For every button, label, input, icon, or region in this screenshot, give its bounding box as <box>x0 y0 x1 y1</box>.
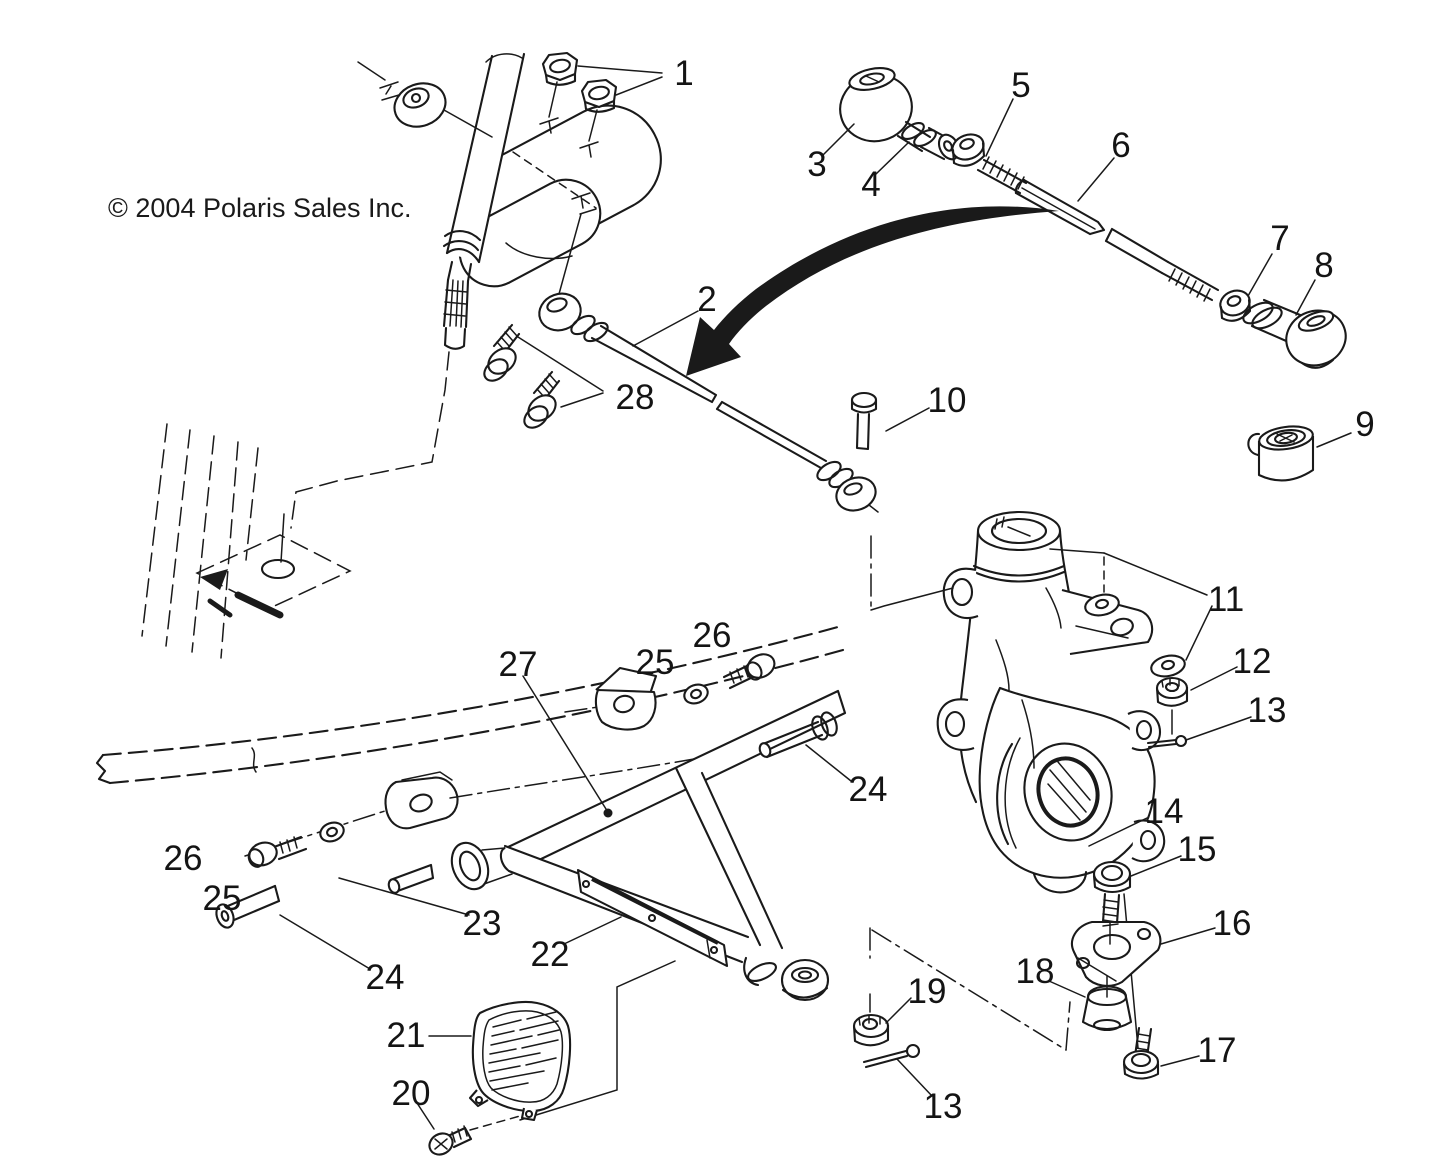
callout-23-23: 23 <box>462 904 502 943</box>
steering-knuckle <box>938 512 1164 892</box>
bolt-26-front <box>246 837 306 869</box>
frame-bracket-rear <box>596 668 656 729</box>
callout-15-14: 15 <box>1177 830 1217 869</box>
callout-20-20: 20 <box>391 1074 431 1113</box>
knuckle-fasteners <box>854 536 1251 1096</box>
castle-nut-12 <box>1157 667 1237 706</box>
tie-rod-end-8 <box>1240 298 1353 373</box>
callout-21-21: 21 <box>386 1016 426 1055</box>
callout-11-10: 11 <box>1207 580 1245 619</box>
jam-nut-7 <box>1217 287 1253 321</box>
callout-5-4: 5 <box>1011 66 1031 105</box>
brace-plate-22 <box>564 870 727 966</box>
bushing-24-front <box>213 886 370 969</box>
callout-25-27: 25 <box>635 643 675 682</box>
callout-18-17: 18 <box>1015 952 1055 991</box>
callout-25-26: 25 <box>202 879 242 918</box>
bushing-24-rear <box>758 710 851 781</box>
bolt-28-lower <box>520 372 560 432</box>
bolt-28-upper <box>480 325 520 385</box>
tie-rod-end-3 <box>833 64 930 151</box>
callout-14-13: 14 <box>1144 792 1184 831</box>
callout-22-22: 22 <box>530 935 570 974</box>
callout-19-18: 19 <box>907 972 947 1011</box>
upper-tie-rod-end <box>358 62 492 137</box>
callout-28-31: 28 <box>615 378 655 417</box>
callout-4-3: 4 <box>861 165 881 204</box>
bolt-26-rear <box>724 650 779 688</box>
steering-shaft <box>444 54 524 349</box>
bolt-20 <box>417 1103 520 1159</box>
bolt-10 <box>852 393 929 449</box>
castle-nut-19 <box>854 994 911 1045</box>
callout-8-7: 8 <box>1314 246 1334 285</box>
callout-1-0: 1 <box>674 54 694 93</box>
sleeve-23 <box>339 865 469 915</box>
flange-nut-pair <box>543 53 662 294</box>
callout-13-12: 13 <box>1247 691 1287 730</box>
cotter-pin-13-lower <box>864 1045 932 1096</box>
steering-column-assembly <box>358 53 679 349</box>
callout-26-29: 26 <box>692 616 732 655</box>
callout-13-19: 13 <box>923 1087 963 1126</box>
callout-10-9: 10 <box>927 381 967 420</box>
a-arm-assembly <box>97 627 851 1000</box>
callout-27-30: 27 <box>498 645 538 684</box>
callout-9-8: 9 <box>1355 405 1375 444</box>
callout-12-11: 12 <box>1232 642 1272 681</box>
callout-2-1: 2 <box>697 280 717 319</box>
pivot-plate-16 <box>1072 922 1215 986</box>
direction-arrow <box>686 206 1059 376</box>
bushing-9 <box>1248 423 1351 480</box>
cotter-pin-13-upper <box>1148 717 1251 747</box>
callout-6-5: 6 <box>1111 126 1131 165</box>
a-arm-ball-joint <box>744 958 828 1000</box>
steering-mount-plate <box>448 87 679 298</box>
tie-rod-shaft-6 <box>978 157 1218 301</box>
callout-16-15: 16 <box>1212 904 1252 943</box>
bracket-bolts-28 <box>480 325 603 432</box>
frame-phantom-lines <box>142 352 449 658</box>
callout-24-24: 24 <box>365 958 405 997</box>
bolt-17 <box>1124 1028 1199 1079</box>
callout-7-6: 7 <box>1270 219 1290 258</box>
callout-24-25: 24 <box>848 770 888 809</box>
callout-26-28: 26 <box>163 839 203 878</box>
copyright-notice: © 2004 Polaris Sales Inc. <box>108 193 412 223</box>
tie-rod-assembled <box>534 288 880 516</box>
callout-17-16: 17 <box>1197 1031 1237 1070</box>
bolt-15 <box>1094 856 1181 923</box>
splash-guard <box>417 961 675 1159</box>
callout-3-2: 3 <box>807 145 827 184</box>
jam-nut-5 <box>949 130 987 166</box>
ball-joint-18 <box>1049 976 1131 1030</box>
frame-bracket-front <box>385 772 457 828</box>
tie-rod-detail <box>823 64 1353 373</box>
